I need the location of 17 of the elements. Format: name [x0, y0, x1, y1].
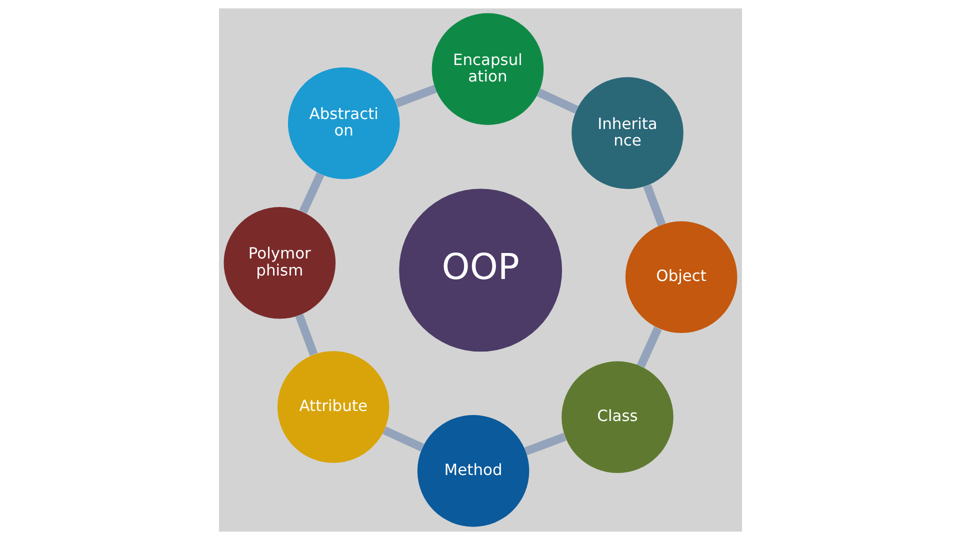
node-circle: Inherita nce — [572, 77, 684, 189]
node-circle: Attribute — [277, 351, 390, 463]
connector — [537, 88, 578, 114]
node-circle: Method — [417, 415, 530, 527]
node-circle: OOP — [399, 188, 562, 352]
connector — [299, 172, 324, 214]
node-circle: Abstracti on — [288, 67, 400, 180]
node-circle: Polymor phism — [224, 207, 336, 319]
node-circle: Class — [562, 361, 674, 474]
connector — [643, 184, 666, 226]
connector — [394, 84, 437, 108]
connector — [636, 326, 662, 368]
connector — [524, 432, 566, 456]
node-circle: Object — [625, 221, 738, 334]
node-circle: Encapsul ation — [432, 13, 544, 125]
connector — [295, 314, 318, 356]
connector — [382, 426, 424, 452]
